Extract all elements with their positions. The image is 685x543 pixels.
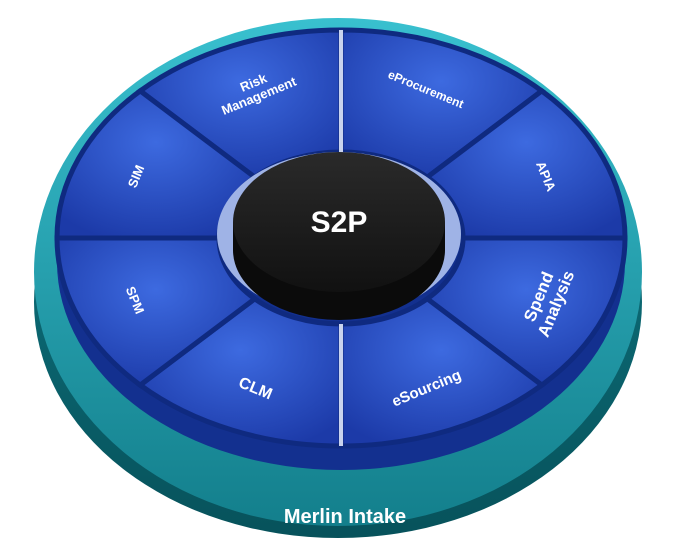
segment-ring [54, 27, 628, 449]
hub-top [233, 152, 445, 292]
base-label: Merlin Intake [284, 506, 406, 528]
segment-spm [54, 235, 259, 389]
segment-esourcing [338, 295, 547, 449]
segment-apia [423, 87, 628, 241]
hub-label: S2P [311, 206, 368, 239]
segment-spend-analysis [423, 235, 628, 389]
segment-clm [135, 295, 344, 449]
segment-eprocurement [338, 27, 547, 181]
